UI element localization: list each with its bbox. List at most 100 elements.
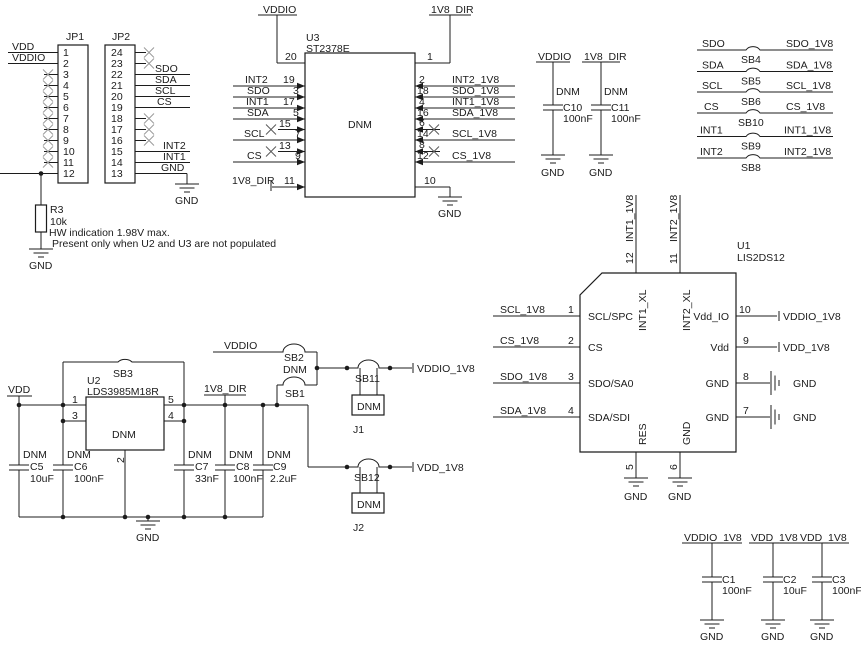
pin-number: 2 — [419, 74, 425, 86]
pin-number: 1 — [72, 394, 78, 406]
part-number: ST2378E — [306, 43, 350, 55]
dnm-label: DNM — [267, 449, 291, 461]
gnd-symbol — [135, 520, 161, 530]
no-connect-icon — [265, 124, 277, 135]
net-label: SCL — [244, 128, 265, 140]
gnd-label: GND — [624, 491, 648, 503]
dnm-label: DNM — [23, 449, 47, 461]
decoupling-caps-c10-c11: VDDIO 1V8_DIR DNM DNM C10 C11 100nF 100n… — [536, 51, 641, 179]
ref-des: J1 — [353, 424, 364, 436]
resistor-body — [34, 204, 48, 233]
dnm-label: DNM — [556, 86, 580, 98]
pin-number: 2 — [115, 457, 127, 463]
ref-des: R3 — [50, 204, 64, 216]
ref-des: JP1 — [66, 31, 84, 43]
capacitor-symbol — [173, 464, 195, 471]
net-label: 1V8_DIR — [584, 51, 627, 63]
pin-number: 4 — [168, 410, 174, 422]
net-label: VDD_1V8 — [800, 532, 847, 544]
pin-name: SDA/SDI — [588, 412, 630, 424]
pin-number: 5 — [293, 107, 299, 119]
net-label: VDD_1V8 — [417, 462, 464, 474]
pin-number: 9 — [295, 150, 301, 162]
ref-des: U2 — [87, 375, 101, 387]
net-label: SDO — [155, 63, 178, 75]
pin-name: SDO/SA0 — [588, 378, 634, 390]
junction-dot — [314, 365, 320, 371]
pin-number: 1 — [568, 304, 574, 316]
gnd-symbol — [174, 183, 200, 193]
net-label: VDDIO_1V8 — [783, 311, 841, 323]
pin-number: 13 — [279, 140, 291, 152]
gnd-label: GND — [136, 532, 160, 544]
component-value: 100nF — [832, 585, 861, 597]
net-label: VDDIO — [538, 51, 571, 63]
gnd-label: GND — [668, 491, 692, 503]
gnd-label: GND — [175, 195, 199, 207]
part-number: LIS2DS12 — [737, 252, 785, 264]
pin-number: 3 — [568, 371, 574, 383]
net-label: GND — [161, 162, 185, 174]
ref-des: C6 — [74, 461, 88, 473]
net-label: INT2_1V8 — [452, 74, 499, 86]
gnd-label: GND — [29, 260, 53, 272]
output-caps-section: VDDIO_1V8 VDD_1V8 VDD_1V8 C1 100nF C2 10… — [682, 532, 861, 643]
capacitor-symbol — [252, 464, 274, 471]
gnd-label: GND — [438, 208, 462, 220]
component-value: 10uF — [783, 585, 807, 597]
connector-jp2: JP2 24 23 22 21 20 19 18 17 16 15 14 13 … — [104, 31, 200, 207]
part-number: LDS3985M18R — [87, 386, 159, 398]
pin-number: 17 — [283, 96, 295, 108]
pin-number: 8 — [63, 124, 69, 136]
ref-des: U1 — [737, 240, 751, 252]
connector-jp1: JP1 VDD VDDIO 1 2 3 4 5 6 7 8 9 10 11 12 — [0, 31, 89, 249]
net-label: INT2_1V8 — [668, 195, 680, 242]
pin-number: 14 — [417, 128, 429, 140]
net-label: INT1_1V8 — [624, 195, 636, 242]
pin-number: 11 — [284, 175, 295, 187]
net-label: SCL — [702, 80, 723, 92]
net-label: SDO — [247, 85, 270, 97]
ref-des: C2 — [783, 574, 797, 586]
pin-number: 3 — [72, 410, 78, 422]
net-label: CS_1V8 — [500, 335, 539, 347]
pin-name: SCL/SPC — [588, 311, 633, 323]
pin-number: 8 — [743, 371, 749, 383]
sb-label: SB4 — [741, 54, 761, 66]
pin-number: 4 — [568, 405, 574, 417]
sb-label: SB3 — [113, 368, 133, 380]
net-label: SDO_1V8 — [452, 85, 499, 97]
gnd-label: GND — [810, 631, 834, 643]
pin-number: 15 — [111, 146, 123, 158]
pin-number: 1 — [427, 51, 433, 63]
net-label: CS — [704, 101, 719, 113]
solder-bridge-group: SDO SB4 SDO_1V8 SDA SB5 SDA_1V8 SCL SB6 … — [697, 38, 833, 174]
gnd-symbol — [28, 248, 54, 258]
pin-number: 9 — [743, 335, 749, 347]
gnd-symbol — [540, 154, 566, 164]
ref-des: C3 — [832, 574, 846, 586]
pin-number: 11 — [668, 253, 680, 264]
dnm-label: DNM — [112, 429, 136, 441]
pin-number: 16 — [111, 135, 123, 147]
component-value: 100nF — [74, 473, 104, 485]
pin-number: 2 — [63, 58, 69, 70]
net-label: INT1 — [700, 125, 723, 137]
gnd-label: GND — [793, 378, 817, 390]
pin-number: 7 — [743, 405, 749, 417]
net-label: 1V8_DIR — [204, 383, 247, 395]
pin-number: 18 — [417, 85, 429, 97]
gnd-symbol — [809, 619, 835, 629]
pin-number: 5 — [624, 464, 636, 470]
ref-des: C8 — [236, 461, 250, 473]
ref-des: JP2 — [112, 31, 130, 43]
bypass-bridges-section: VDDIO SB2 DNM SB1 SB11 DNM J1 VDDIO_1V8 … — [213, 340, 475, 534]
pin-number: 2 — [568, 335, 574, 347]
pin-number: 7 — [295, 128, 301, 140]
net-label: INT1_1V8 — [784, 125, 831, 137]
pin-number: 20 — [285, 51, 297, 63]
component-value: 100nF — [563, 113, 593, 125]
ref-des: C1 — [722, 574, 736, 586]
pin-number: 19 — [283, 74, 295, 86]
gnd-symbol — [588, 154, 614, 164]
